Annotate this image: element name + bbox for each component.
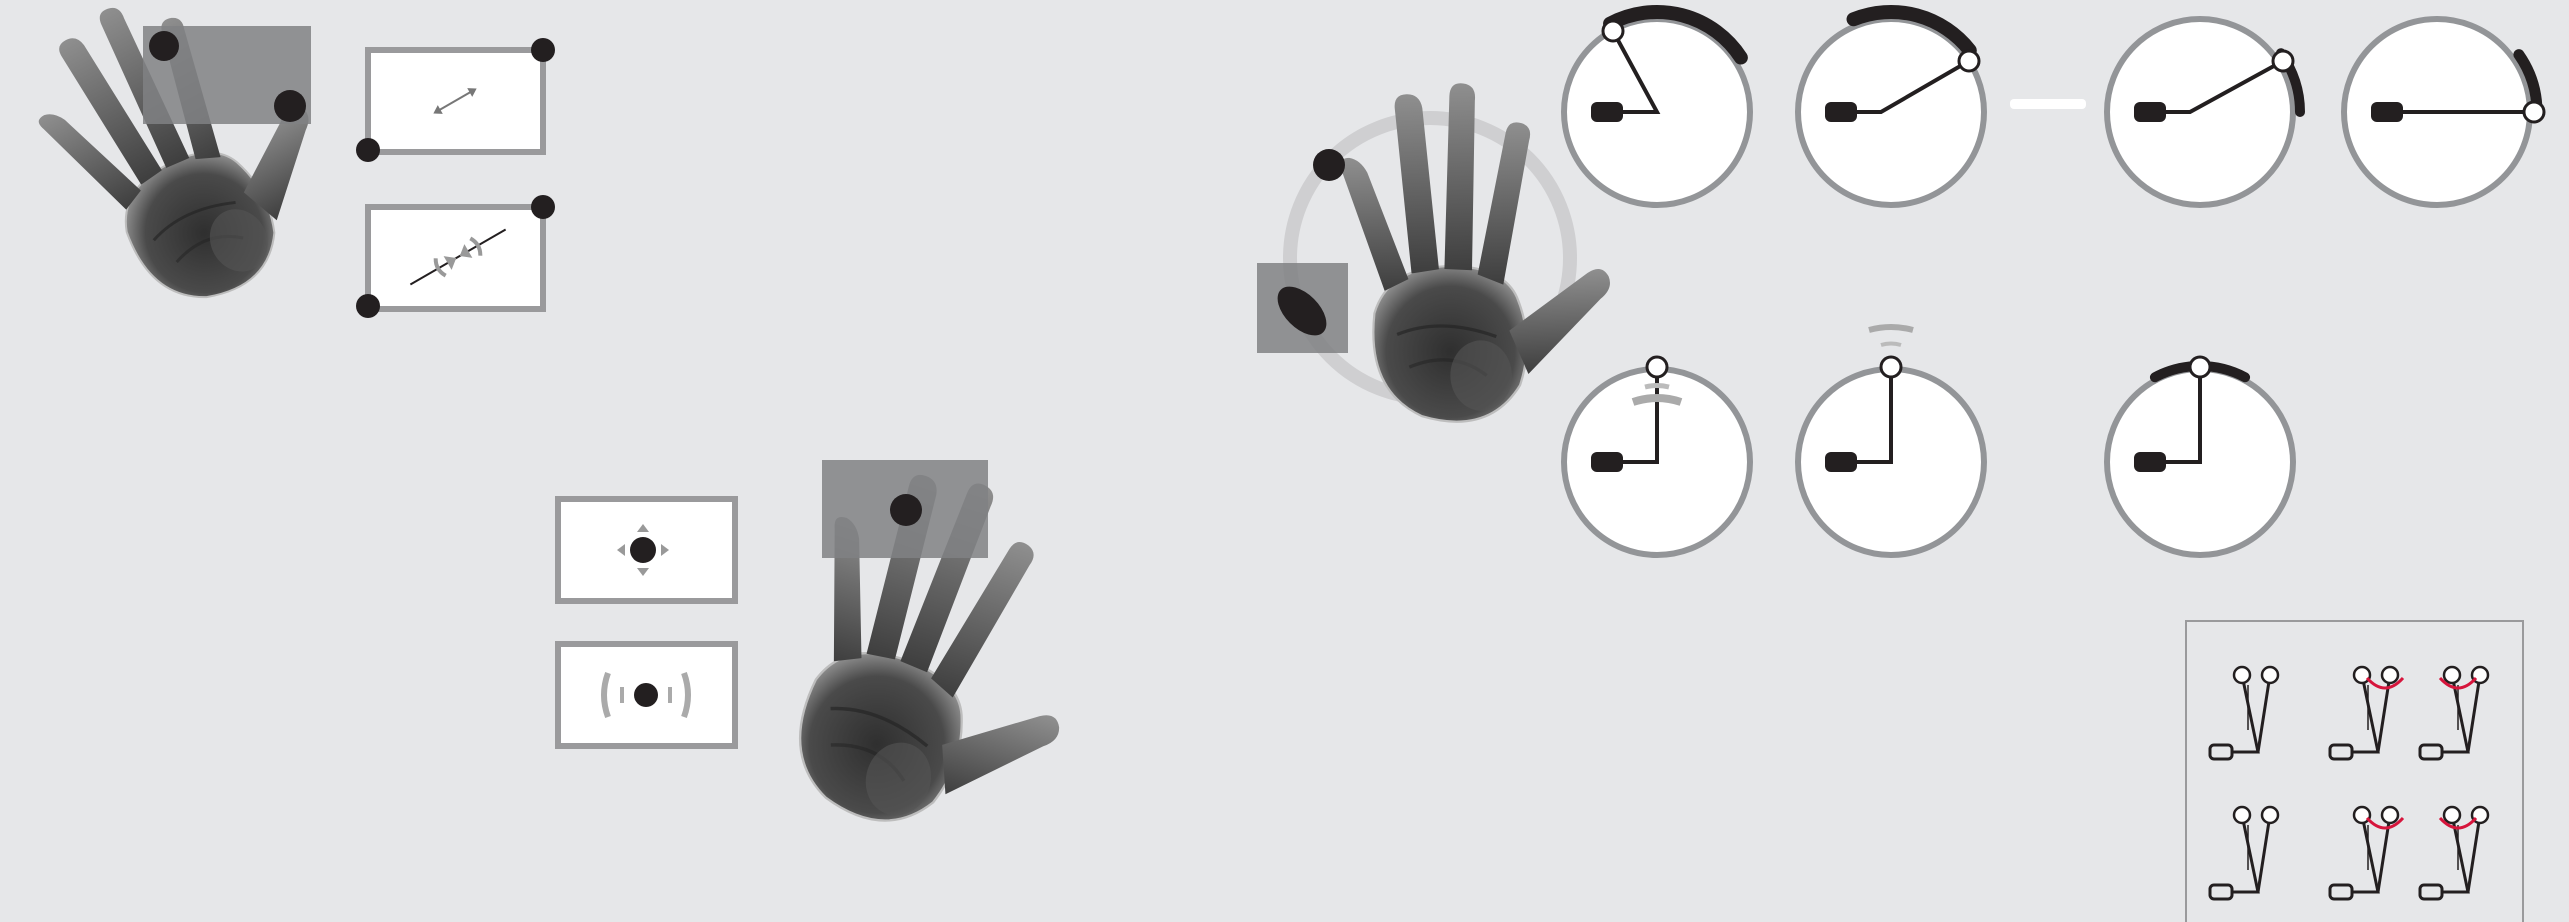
dial-2 [1798,12,1984,205]
corner-handle [531,195,555,219]
fingertip-dot [274,90,306,122]
finger-joint-legend [2186,621,2523,922]
joint-circle-icon [1881,357,1901,377]
legend-glyph [2330,807,2403,899]
motion-arc [1645,386,1669,388]
legend-glyph [2330,667,2403,759]
joint-circle-icon [2382,807,2398,823]
dials-bottom-row [1564,327,2293,555]
joint-circle-icon [2524,102,2544,122]
dial-6 [1798,327,1984,555]
fingertip-dot [149,31,179,61]
zoom-panel [356,195,555,318]
joint-circle-icon [2273,51,2293,71]
finger-base [2134,452,2166,472]
finger-base [2134,102,2166,122]
legend-glyph [2420,667,2488,759]
finger-base [1825,452,1857,472]
motion-arc [1881,344,1901,346]
joint-circle-icon [2234,807,2250,823]
resize-panel [356,38,555,162]
corner-handle [531,38,555,62]
dial-1 [1564,12,1750,205]
corner-handle [356,138,380,162]
legend-glyph [2420,807,2488,899]
legend-glyph [2210,807,2278,899]
dial-3 [2107,19,2300,205]
motion-arc [1869,327,1913,330]
joint-circle-icon [2234,667,2250,683]
joint-circle-icon [2382,667,2398,683]
fingertip-dot [1313,149,1345,181]
joint-circle-icon [2444,807,2460,823]
joint-circle-icon [2262,667,2278,683]
joint-circle-icon [2444,667,2460,683]
dial-7 [2107,357,2293,555]
vibrate-panel [558,644,735,746]
finger-base [2371,102,2403,122]
finger-base [1591,452,1623,472]
dial-5 [1564,357,1750,555]
finger-base [1591,102,1623,122]
joint-circle-icon [1959,51,1979,71]
corner-handle [356,294,380,318]
joint-circle-icon [2262,807,2278,823]
legend-glyph [2210,667,2278,759]
motion-arc [1633,398,1681,402]
separator-dash [2010,99,2086,109]
joint-circle-icon [1647,357,1667,377]
dial-4 [2344,19,2544,205]
move-panel [558,499,735,601]
fingertip-dot [890,494,922,526]
finger-base [1825,102,1857,122]
joint-circle-icon [2190,357,2210,377]
joint-circle-icon [1603,21,1623,41]
